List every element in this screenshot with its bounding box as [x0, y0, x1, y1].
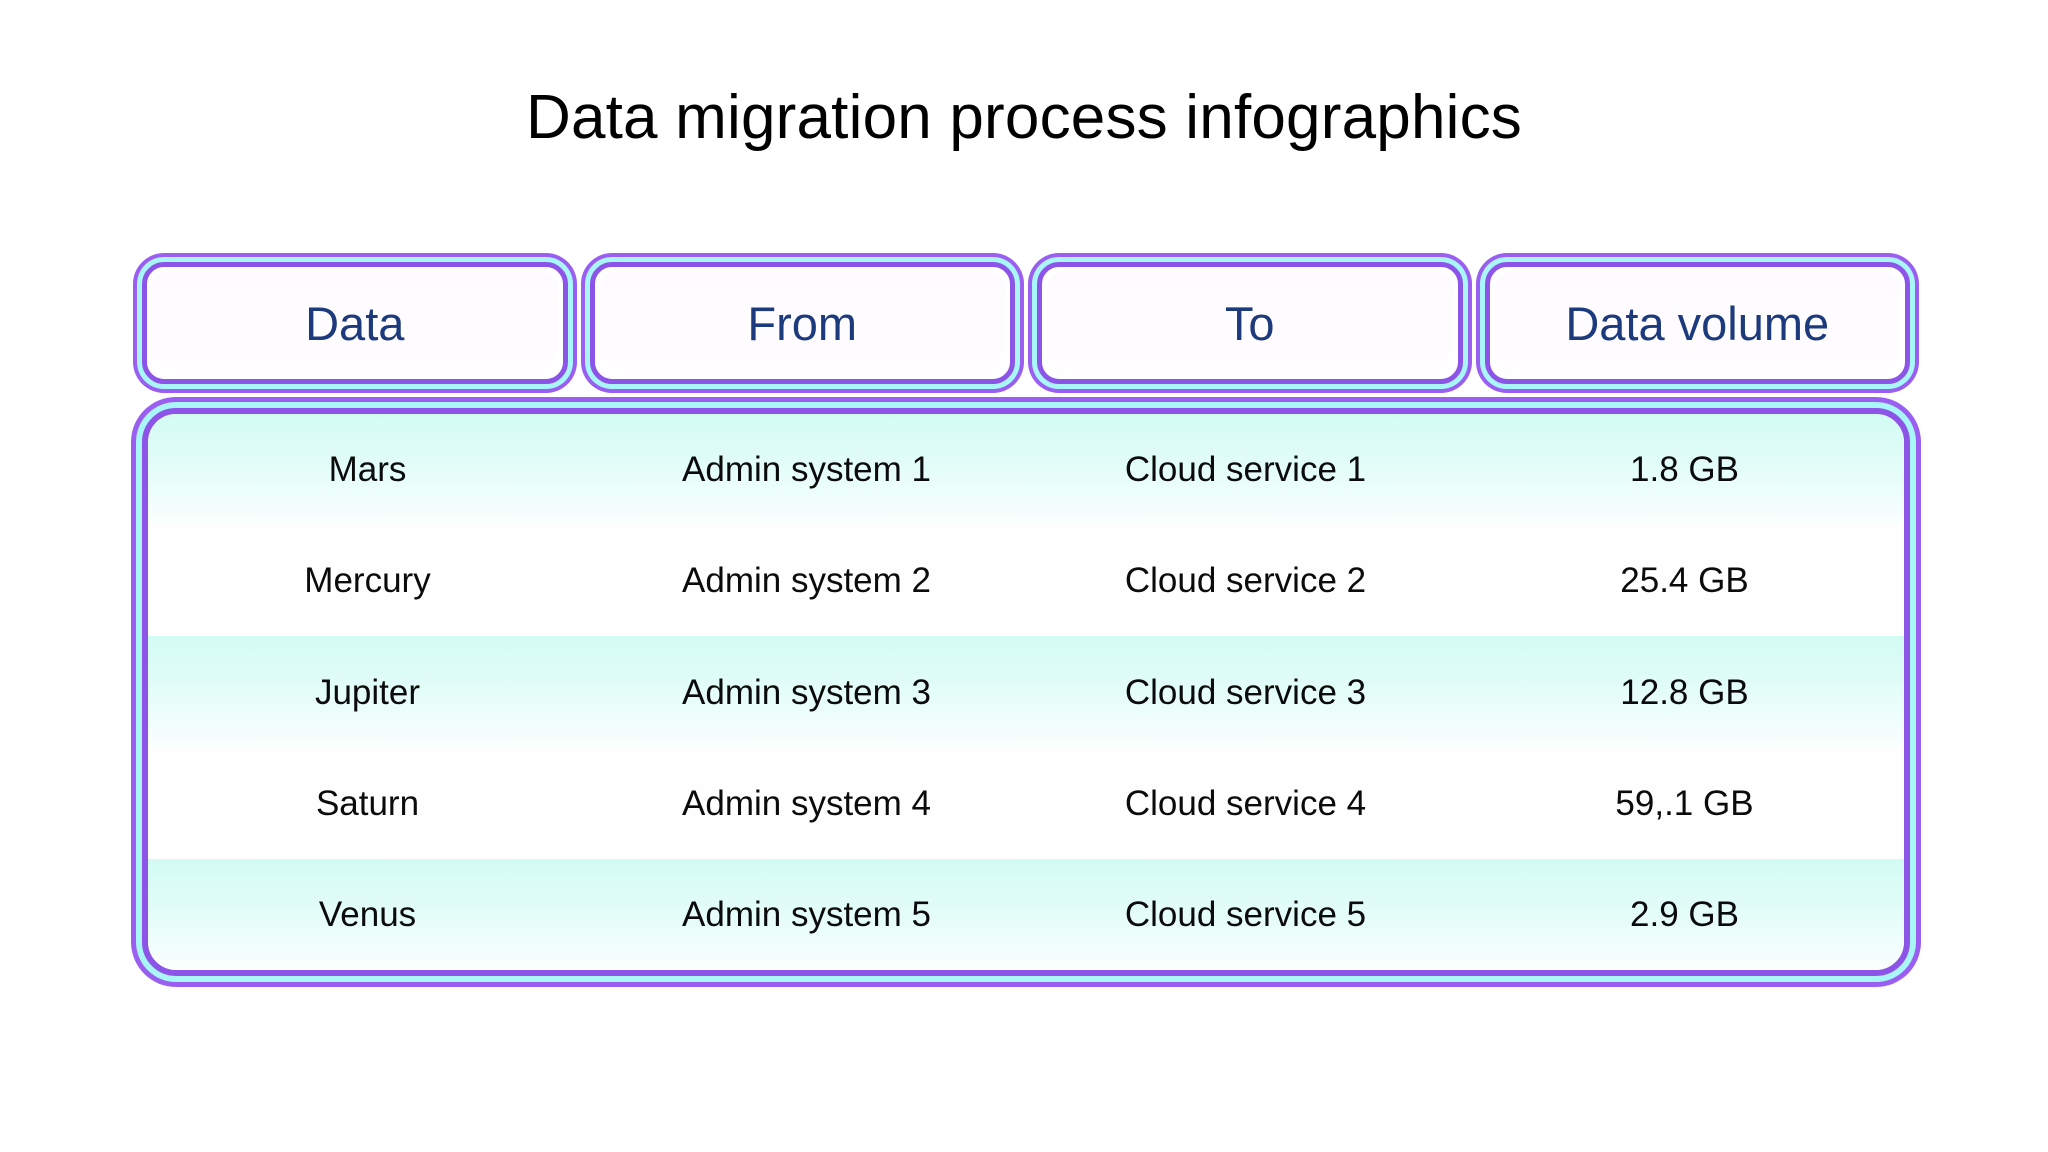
cell-volume: 1.8 GB: [1630, 450, 1739, 490]
column-header-data[interactable]: Data: [142, 262, 568, 384]
table-row[interactable]: Mercury Admin system 2 Cloud service 2 2…: [148, 525, 1904, 637]
table-row[interactable]: Jupiter Admin system 3 Cloud service 3 1…: [148, 636, 1904, 748]
column-header-from-inner: From: [599, 272, 1005, 374]
cell-from: Admin system 1: [682, 450, 931, 490]
cell-from: Admin system 3: [682, 672, 931, 712]
cell-data: Mercury: [304, 561, 431, 601]
column-header-label: From: [747, 296, 858, 350]
column-header-from[interactable]: From: [589, 262, 1015, 384]
column-header-to[interactable]: To: [1037, 262, 1463, 384]
column-header-data-inner: Data: [152, 272, 558, 374]
column-header-data-volume-inner: Data volume: [1494, 272, 1900, 374]
table-row[interactable]: Venus Admin system 5 Cloud service 5 2.9…: [148, 858, 1904, 970]
cell-to: Cloud service 5: [1124, 894, 1367, 934]
table-body-container: Mars Admin system 1 Cloud service 1 1.8 …: [142, 408, 1910, 976]
cell-from: Admin system 4: [682, 783, 931, 823]
cell-volume: 2.9 GB: [1630, 894, 1739, 934]
column-header-label: Data: [305, 296, 405, 350]
cell-to: Cloud service 2: [1124, 561, 1367, 601]
column-header-label: To: [1224, 296, 1275, 350]
column-header-label: Data volume: [1565, 296, 1830, 350]
cell-to: Cloud service 3: [1124, 672, 1367, 712]
page-title: Data migration process infographics: [525, 83, 1523, 152]
cell-data: Venus: [318, 894, 417, 934]
column-header-data-volume[interactable]: Data volume: [1484, 262, 1910, 384]
cell-from: Admin system 5: [682, 894, 931, 934]
cell-data: Jupiter: [314, 672, 421, 712]
cell-volume: 25.4 GB: [1620, 561, 1749, 601]
cell-from: Admin system 2: [682, 561, 931, 601]
table-row[interactable]: Saturn Admin system 4 Cloud service 4 59…: [148, 747, 1904, 859]
cell-volume: 59,.1 GB: [1615, 783, 1754, 823]
table-row[interactable]: Mars Admin system 1 Cloud service 1 1.8 …: [148, 414, 1904, 526]
cell-volume: 12.8 GB: [1620, 672, 1749, 712]
cell-data: Saturn: [315, 783, 420, 823]
table-header-row: Data From To Data volume: [142, 262, 1910, 384]
cell-to: Cloud service 4: [1124, 783, 1367, 823]
cell-to: Cloud service 1: [1124, 450, 1367, 490]
cell-data: Mars: [328, 450, 407, 490]
table-body: Mars Admin system 1 Cloud service 1 1.8 …: [148, 414, 1904, 970]
column-header-to-inner: To: [1047, 272, 1453, 374]
